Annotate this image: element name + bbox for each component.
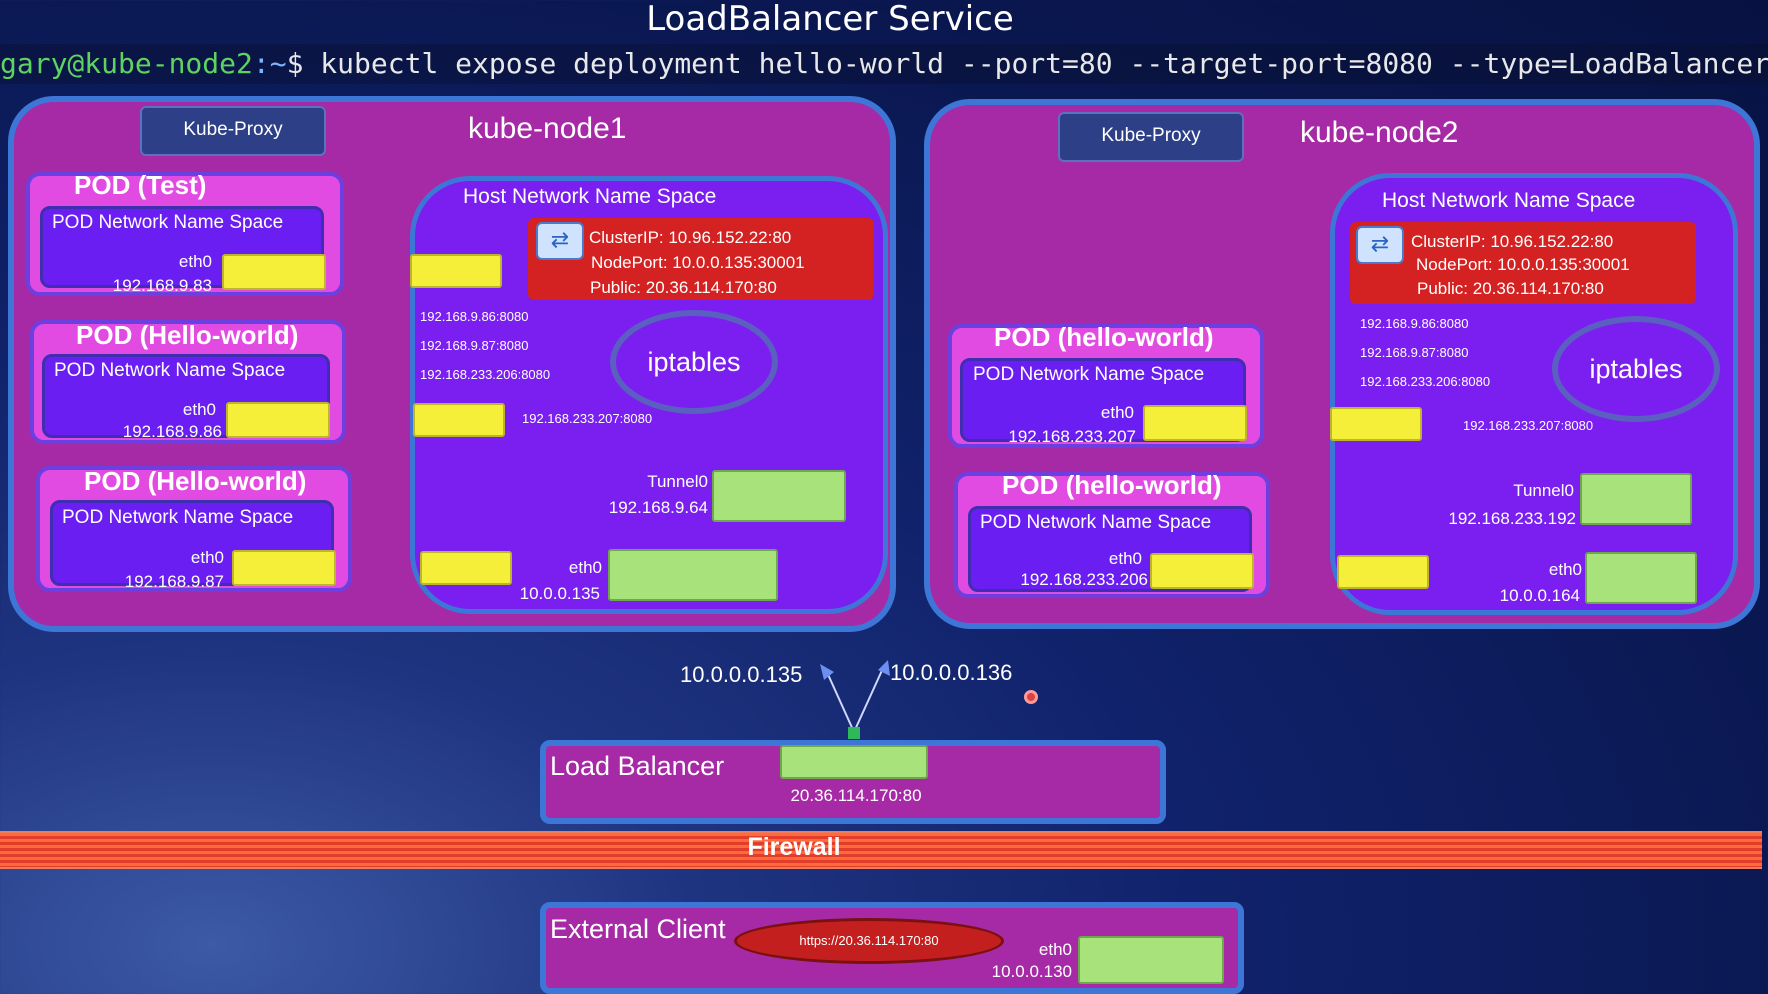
external-client-title: External Client	[550, 914, 726, 944]
node2-pod-hello2-eth-label: eth0	[1108, 549, 1142, 568]
load-balancer-title: Load Balancer	[550, 751, 725, 781]
node1-tunnel0-interface	[712, 470, 846, 522]
node2-endpoint-2: 192.168.9.87:8080	[1360, 345, 1469, 360]
node2-pod-hello1-ip: 192.168.233.207	[1008, 427, 1136, 446]
node2-tunnel0-interface	[1580, 473, 1692, 525]
node2-eth0-label: eth0	[1548, 560, 1582, 579]
node1-pod-test-eth-label: eth0	[178, 252, 212, 271]
node1-iptables: iptables	[610, 310, 778, 414]
node2-pod-hello2-ns-label: POD Network Name Space	[980, 512, 1212, 533]
node2-veth-pod1	[1330, 407, 1422, 441]
node1-pod-test-title: POD (Test)	[74, 170, 207, 200]
node1-pod-hello1-title: POD (Hello-world)	[76, 320, 299, 350]
cursor-indicator	[1024, 690, 1038, 704]
node2-kube-proxy: Kube-Proxy	[1058, 112, 1244, 162]
node1-service-node-port: NodePort: 10.0.0.135:30001	[591, 253, 805, 272]
node2-iptables: iptables	[1552, 316, 1720, 422]
node2-service-box	[1350, 222, 1696, 304]
client-request-bubble: https://20.36.114.170:80	[734, 918, 1004, 964]
node1-eth0-interface	[608, 549, 778, 601]
node1-kube-proxy: Kube-Proxy	[140, 106, 326, 156]
node1-endpoint-3: 192.168.233.206:8080	[420, 367, 551, 382]
page-title: LoadBalancer Service	[646, 0, 1014, 39]
node1-service-public: Public: 20.36.114.170:80	[590, 278, 777, 297]
prompt-user: gary@kube-node2	[0, 47, 253, 80]
node1-pod-test-eth0-interface	[222, 254, 326, 290]
node2-service-cluster-ip: ClusterIP: 10.96.152.22:80	[1411, 232, 1614, 251]
node1-endpoint-2: 192.168.9.87:8080	[420, 338, 529, 353]
node2-service-node-port: NodePort: 10.0.0.135:30001	[1416, 255, 1630, 274]
lb-target-arrows	[825, 665, 885, 733]
node1-veth-pod2	[413, 403, 505, 437]
node2-pod-hello2-title: POD (hello-world)	[1002, 470, 1222, 500]
node1-eth0-ip: 10.0.0.135	[519, 584, 600, 603]
node2-eth0-ip: 10.0.0.164	[1499, 586, 1580, 605]
prompt-path: :~	[252, 47, 287, 80]
lb-arrow-right-head	[878, 660, 890, 676]
node1-tunnel-ip: 192.168.9.64	[608, 498, 708, 517]
load-balancer-ip: 20.36.114.170:80	[790, 786, 922, 805]
client-eth-ip: 10.0.0.130	[991, 962, 1072, 981]
node1-service-cluster-ip: ClusterIP: 10.96.152.22:80	[589, 228, 792, 247]
node2-service-public: Public: 20.36.114.170:80	[1417, 279, 1604, 298]
client-eth0-interface	[1078, 936, 1224, 984]
client-eth-label: eth0	[1038, 940, 1072, 959]
lb-target-left-ip: 10.0.0.0.135	[680, 662, 803, 687]
node1-pod-hello1-ns-label: POD Network Name Space	[54, 360, 286, 381]
node1-host-namespace-title: Host Network Name Space	[463, 185, 717, 208]
node2-endpoint-3: 192.168.233.206:8080	[1360, 374, 1491, 389]
node2-veth-pod2	[1337, 555, 1429, 589]
node2-host-namespace-title: Host Network Name Space	[1382, 189, 1636, 212]
command-text: $ kubectl expose deployment hello-world …	[286, 47, 1768, 80]
node2-tunnel-ip: 192.168.233.192	[1448, 509, 1576, 528]
node2-eth0-interface	[1585, 552, 1697, 604]
node2-pod-hello2-ip: 192.168.233.206	[1020, 570, 1148, 589]
node2-pod-hello1-eth-label: eth0	[1100, 403, 1134, 422]
node1-pod-hello2-title: POD (Hello-world)	[84, 466, 307, 496]
node1-tunnel-label: Tunnel0	[647, 472, 708, 491]
node1-endpoint-1: 192.168.9.86:8080	[420, 309, 529, 324]
node1-pod-test-ip: 192.168.9.83	[112, 276, 212, 295]
node2-tunnel-label: Tunnel0	[1513, 481, 1574, 500]
node1-pod-hello2-ip: 192.168.9.87	[124, 572, 224, 591]
node1-eth0-label: eth0	[568, 558, 602, 577]
lb-hub	[848, 727, 860, 739]
node1-veth-pod3	[420, 551, 512, 585]
node2-endpoint-1: 192.168.9.86:8080	[1360, 316, 1469, 331]
node1-service-box	[528, 218, 874, 300]
node2-title: kube-node2	[1300, 116, 1459, 149]
firewall-label: Firewall	[747, 833, 841, 861]
node2-endpoint-4: 192.168.233.207:8080	[1463, 418, 1594, 433]
node1-pod-hello2-eth0-interface	[232, 550, 336, 586]
node1-pod-hello1-eth0-interface	[226, 402, 330, 438]
load-balancer-interface	[780, 745, 928, 779]
node1-endpoint-4: 192.168.233.207:8080	[522, 411, 653, 426]
node1-veth-pod1	[410, 254, 502, 288]
node1-pod-hello1-eth-label: eth0	[182, 400, 216, 419]
node2-pod-hello1-eth0-interface	[1143, 405, 1247, 441]
node2-pod-hello1-ns-label: POD Network Name Space	[973, 364, 1205, 385]
lb-arrow-left-head	[820, 664, 834, 680]
node1-pod-hello1-ip: 192.168.9.86	[122, 422, 222, 441]
terminal-command-line: gary@kube-node2:~$ kubectl expose deploy…	[0, 44, 1768, 84]
node1-pod-hello2-eth-label: eth0	[190, 548, 224, 567]
node1-pod-test-ns-label: POD Network Name Space	[52, 212, 284, 233]
node2-service-swap-icon: ⇄	[1356, 226, 1404, 264]
node1-title: kube-node1	[468, 112, 627, 145]
node2-pod-hello1-title: POD (hello-world)	[994, 322, 1214, 352]
node1-pod-hello2-ns-label: POD Network Name Space	[62, 507, 294, 528]
node2-pod-hello2-eth0-interface	[1150, 553, 1254, 589]
node1-service-swap-icon: ⇄	[536, 222, 584, 260]
firewall-band	[0, 831, 1762, 869]
lb-target-right-ip: 10.0.0.0.136	[890, 660, 1013, 685]
